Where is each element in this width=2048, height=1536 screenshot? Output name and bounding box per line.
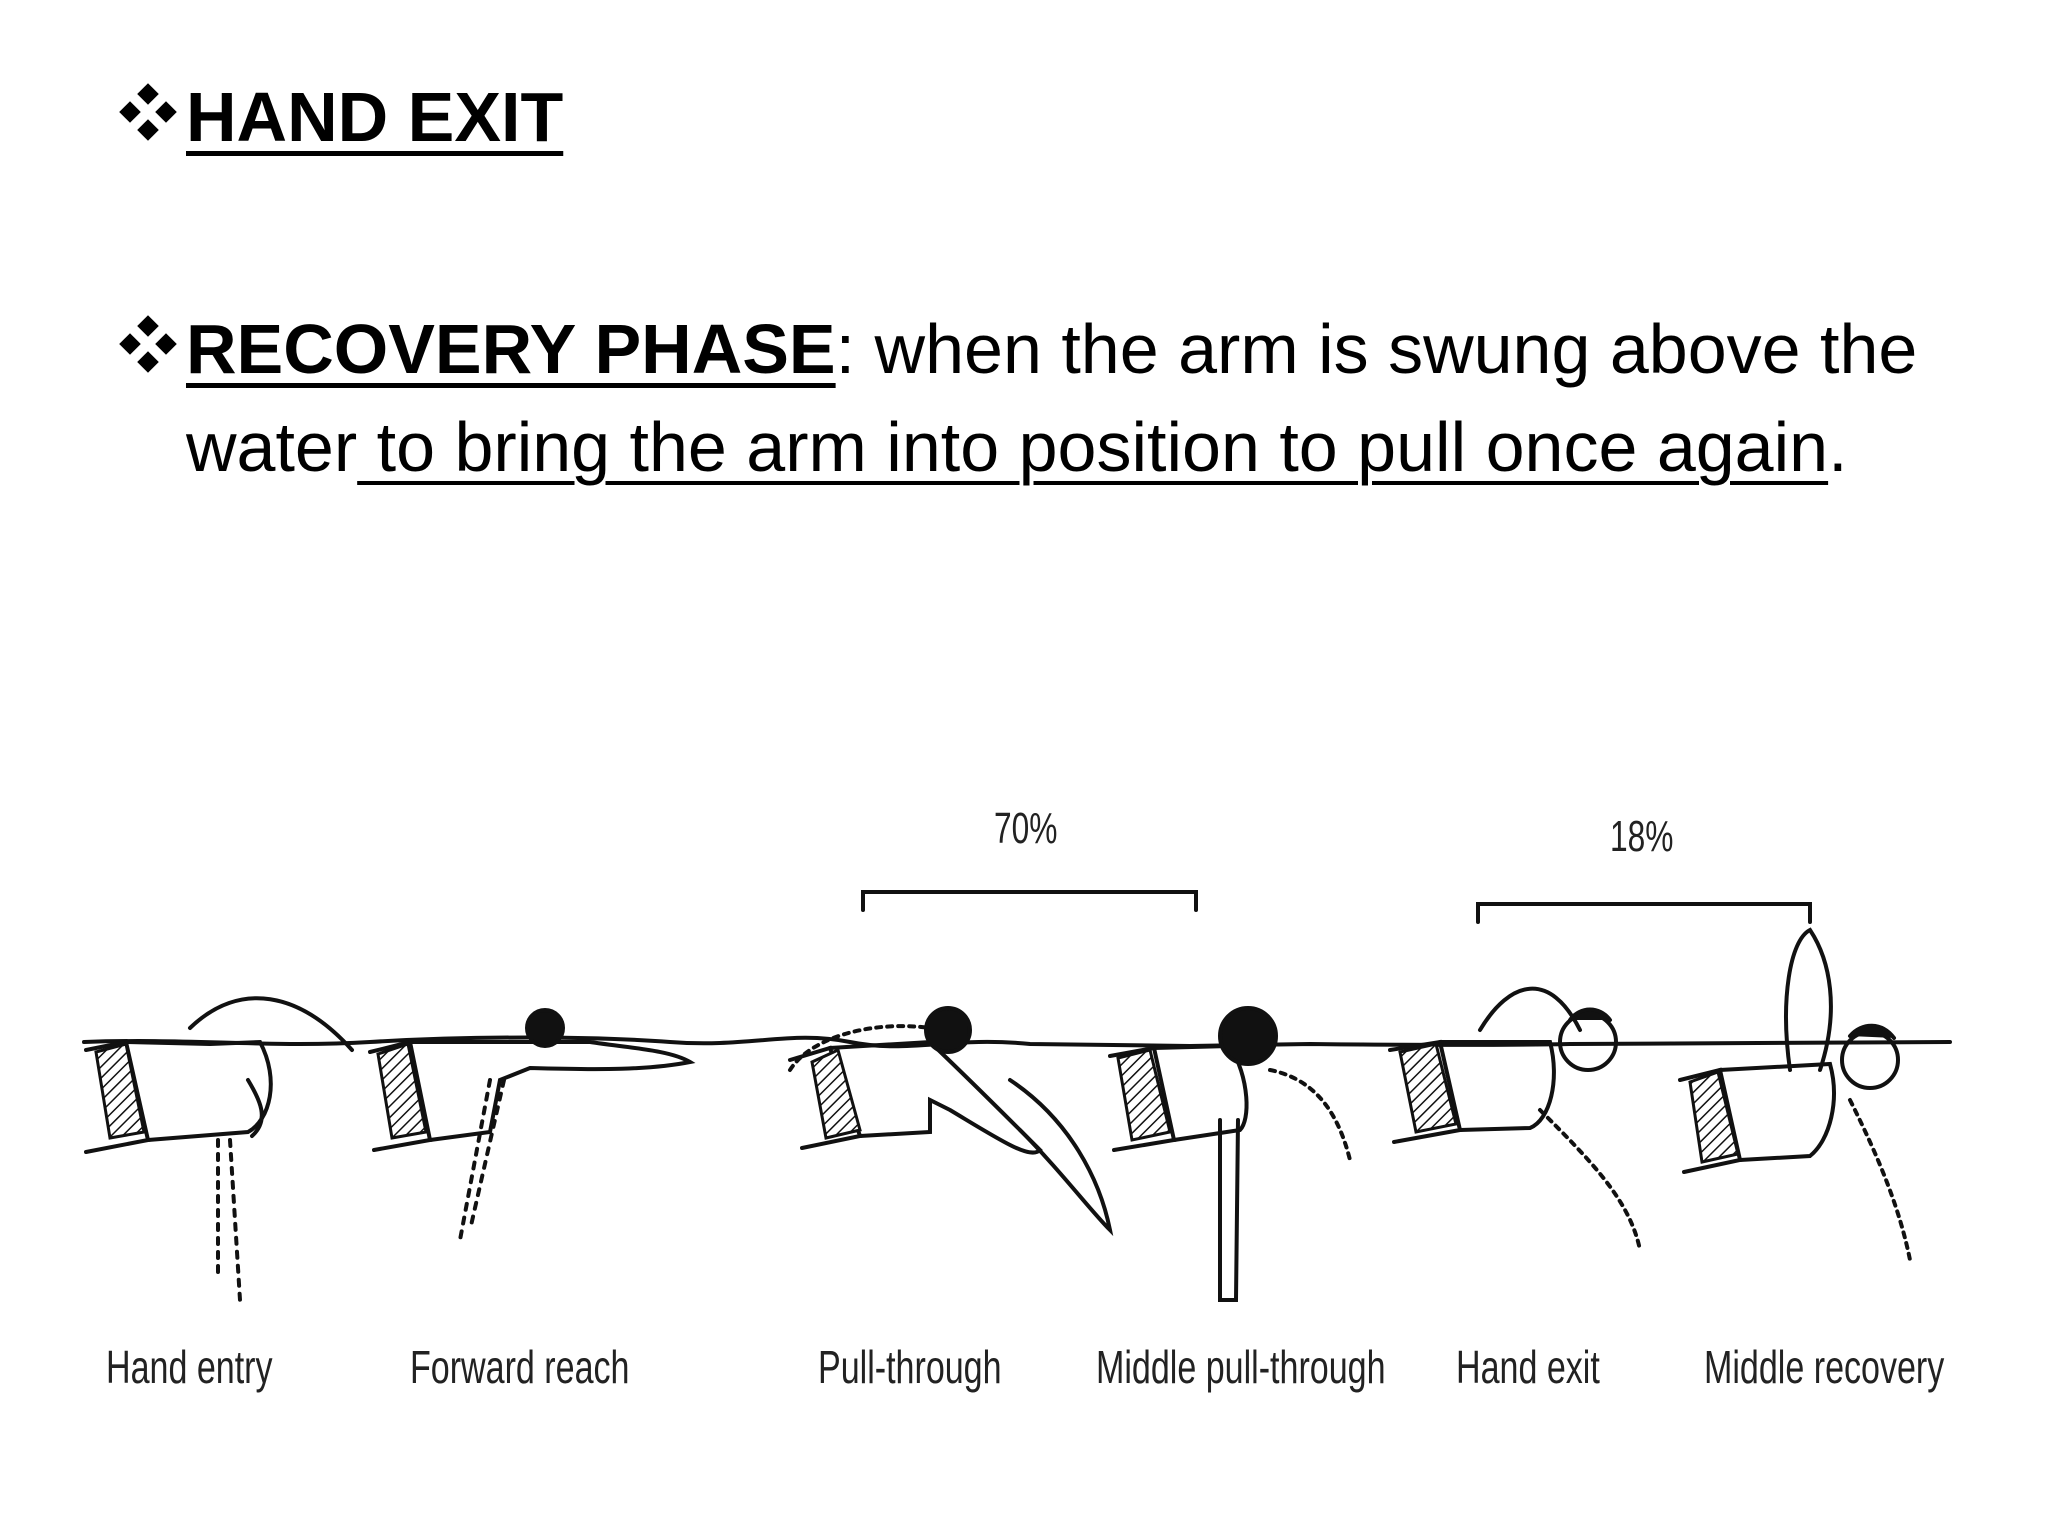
heading-recovery-phase: RECOVERY PHASE [186, 310, 836, 388]
recovery-period: . [1828, 408, 1848, 486]
bullet-hand-exit: HAND EXIT [112, 68, 1932, 166]
recovery-text: when the arm is swung above the water [186, 310, 1918, 486]
label-middle-recovery: Middle recovery [1704, 1341, 1945, 1393]
four-diamond-bullet-icon [119, 315, 177, 373]
swim-trunks-1 [94, 1042, 146, 1140]
swim-trunks-3 [810, 1047, 862, 1140]
stroke-phases-illustration [82, 890, 1952, 1302]
swimmer-hand-exit [1388, 986, 1642, 1252]
bracket-70 [861, 890, 1198, 912]
label-forward-reach: Forward reach [410, 1341, 630, 1393]
recovery-colon: : [835, 310, 856, 388]
label-pull-through: Pull-through [818, 1341, 1002, 1393]
water-line [82, 1035, 1952, 1049]
swimmer-pull-through [788, 1006, 1114, 1237]
recovery-phase-paragraph: RECOVERY PHASE: when the arm is swung ab… [186, 300, 1932, 496]
label-hand-entry: Hand entry [106, 1341, 273, 1393]
four-diamond-bullet-icon [119, 83, 177, 141]
swim-trunks-5 [1398, 1042, 1458, 1134]
percentage-18: 18% [1610, 812, 1674, 861]
swim-trunks-2 [376, 1042, 428, 1140]
bracket-18 [1476, 902, 1812, 924]
swim-trunks-4 [1116, 1048, 1172, 1142]
freestyle-stroke-phases-figure: 70% 18% Hand entry Forward reach Pull-th… [70, 780, 1980, 1440]
swim-trunks-6 [1688, 1070, 1740, 1164]
percentage-70: 70% [994, 804, 1058, 853]
bullet-recovery-phase: RECOVERY PHASE: when the arm is swung ab… [112, 300, 1932, 496]
swimmer-middle-recovery [1678, 927, 1912, 1262]
swimmer-forward-reach [368, 1008, 696, 1242]
heading-hand-exit: HAND EXIT [186, 78, 564, 156]
label-middle-pull-through: Middle pull-through [1096, 1341, 1386, 1393]
swimmer-middle-pull-through [1108, 1006, 1352, 1302]
label-hand-exit: Hand exit [1456, 1341, 1600, 1393]
recovery-text-underlined: to bring the arm into position to pull o… [357, 408, 1829, 486]
